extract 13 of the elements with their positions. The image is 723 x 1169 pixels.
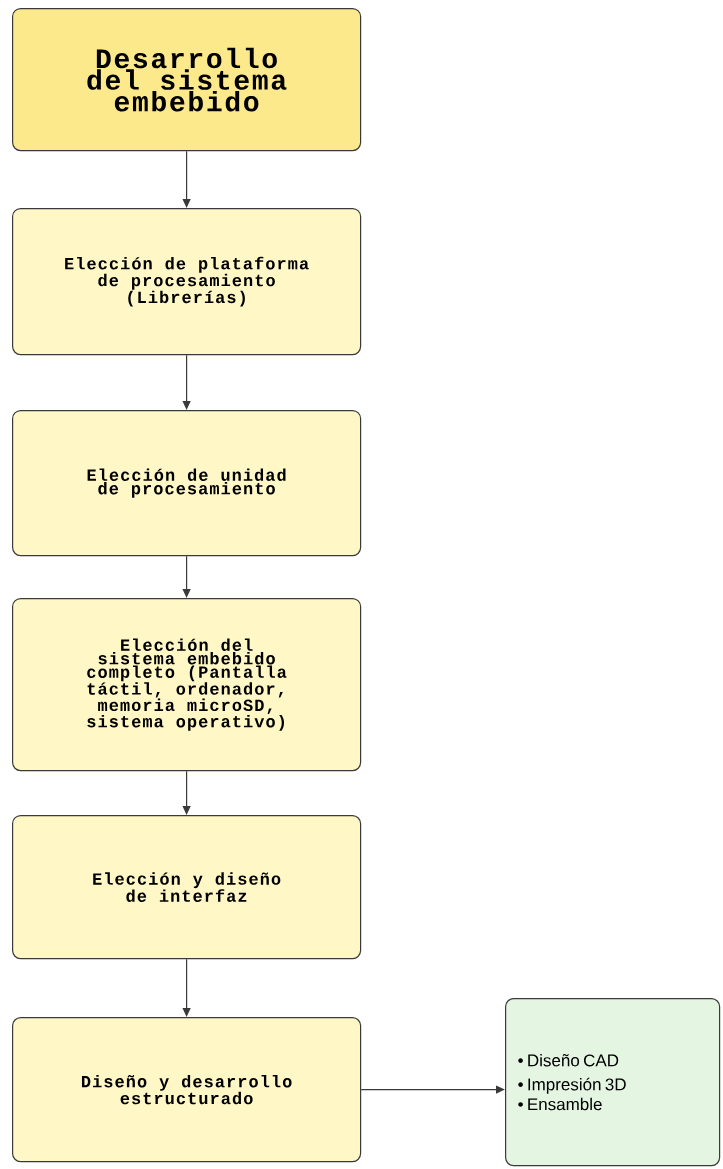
arrow <box>182 770 191 815</box>
arrow <box>182 354 191 410</box>
process-box: Elección de unidad de procesamiento <box>12 410 362 557</box>
note-box: • Diseño CAD • Impresión 3D • Ensamble <box>505 998 721 1167</box>
process-box: Elección y diseño de interfaz <box>12 815 362 960</box>
process-box: Diseño y desarrollo estructurado <box>12 1017 362 1163</box>
process-box: Elección del sistema embebido completo (Pantalla táctil, ordenador, memoria microSD, sistema operativo) <box>12 598 362 772</box>
arrow <box>360 1085 505 1094</box>
arrow <box>182 150 191 208</box>
arrow <box>182 555 191 598</box>
arrow <box>182 958 191 1017</box>
process-box: Elección de plataforma de procesamiento (Librerías) <box>12 208 362 356</box>
title-box: Desarrollo del sistema embebido <box>12 8 362 152</box>
